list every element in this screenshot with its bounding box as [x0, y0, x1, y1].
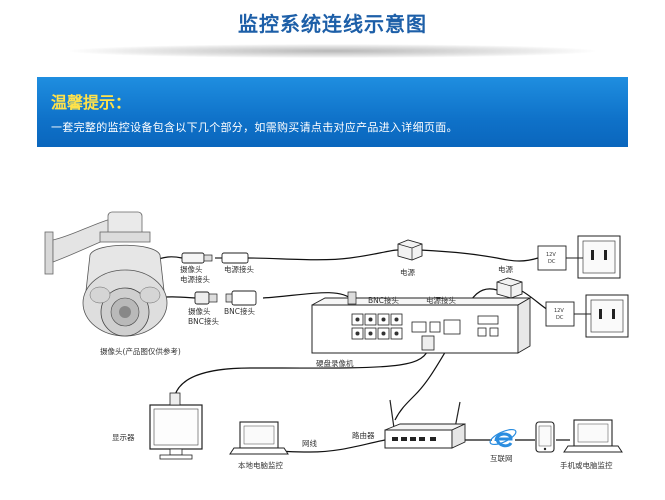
dvr-power-label: 电源接头	[426, 295, 456, 305]
ptz-camera-icon: 摄像头(产品图仅供参考)	[44, 211, 181, 356]
dvr-label: 硬盘录像机	[316, 358, 354, 368]
power-adapter-label: 电源	[400, 267, 415, 277]
cam-bnc-label-1: 摄像头	[188, 306, 211, 316]
bnc-jack-icon: BNC接头	[224, 290, 257, 316]
socket-voltage-label: 12V	[546, 252, 556, 258]
tip-banner: 温馨提示： 一套完整的监控设备包含以下几个部分，如需购买请点击对应产品进入详细页…	[37, 77, 628, 147]
dvr-bnc-label: BNC接头	[368, 295, 399, 305]
socket2-dc-label: DC	[556, 315, 564, 321]
monitor-label: 显示器	[112, 433, 135, 442]
internet-label: 互联网	[490, 454, 513, 463]
local-laptop-icon: 本地电脑监控	[229, 421, 289, 470]
camera-label: 摄像头(产品图仅供参考)	[100, 346, 181, 356]
network-cable-label: 网线	[302, 438, 317, 448]
camera-power-plug-icon: 摄像头 电源接头	[180, 252, 213, 284]
dvr-icon: BNC接头 电源接头 硬盘录像机	[311, 291, 532, 368]
router-label: 路由器	[352, 430, 375, 440]
remote-laptop-icon: 手机或电脑监控	[560, 419, 623, 470]
power-jack-icon: 电源接头	[215, 252, 254, 274]
wall-socket2-icon: 12V DC	[545, 294, 629, 338]
power-jack-label: 电源接头	[224, 264, 254, 274]
cam-power-label-1: 摄像头	[180, 264, 203, 274]
mobile-pc-label: 手机或电脑监控	[560, 460, 613, 470]
socket2-voltage-label: 12V	[554, 308, 564, 314]
camera-bnc-plug-icon: 摄像头 BNC接头	[188, 291, 219, 326]
internet-icon: 互联网	[489, 427, 517, 463]
cam-bnc-label-2: BNC接头	[188, 316, 219, 326]
bnc-jack-label: BNC接头	[224, 306, 255, 316]
mobile-phone-icon	[535, 421, 555, 453]
page-title: 监控系统连线示意图	[238, 12, 427, 36]
power-adapter2-label: 电源	[498, 264, 513, 274]
tip-text: 一套完整的监控设备包含以下几个部分，如需购买请点击对应产品进入详细页面。	[51, 121, 458, 134]
local-pc-label: 本地电脑监控	[238, 460, 283, 470]
power-adapter-icon: 电源	[397, 239, 423, 277]
power-adapter2-icon: 电源	[496, 264, 523, 299]
router-icon: 路由器	[352, 399, 466, 449]
title-shadow-decoration	[70, 44, 595, 58]
socket-dc-label: DC	[548, 259, 556, 265]
monitor-icon: 显示器	[112, 392, 203, 460]
cam-power-label-2: 电源接头	[180, 274, 210, 284]
tip-title: 温馨提示：	[51, 93, 132, 112]
wall-socket-icon: 12V DC	[537, 235, 621, 279]
